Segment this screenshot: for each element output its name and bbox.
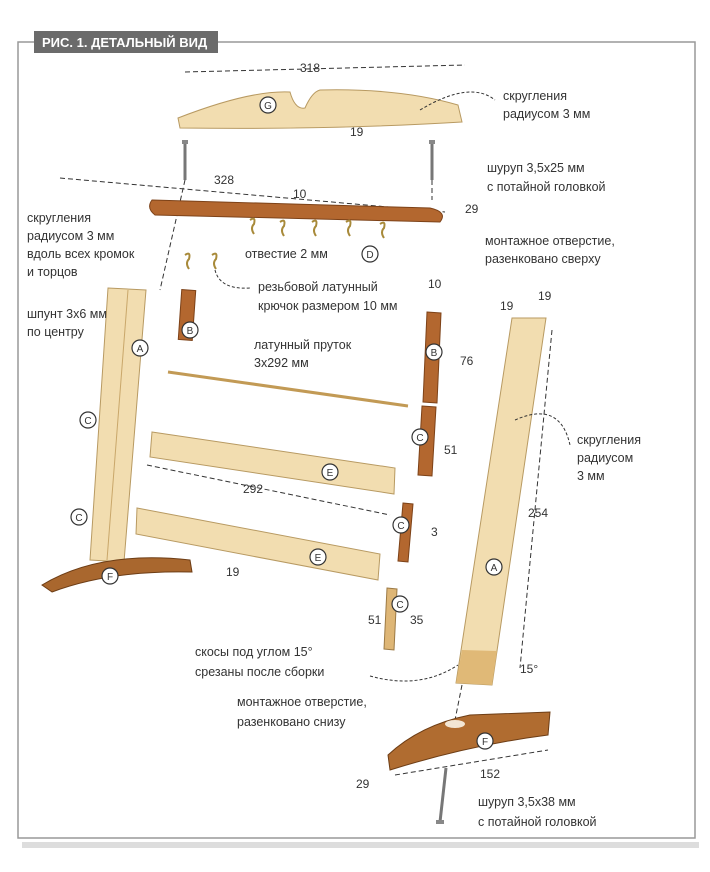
- frame-shadow: [22, 842, 699, 848]
- part-d-label: D: [366, 250, 373, 261]
- screw-top-label: с потайной головкой: [487, 180, 606, 194]
- dim-c-35: 35: [410, 613, 424, 627]
- groove-label: по центру: [27, 325, 85, 339]
- part-f-label: F: [482, 737, 488, 748]
- hook-label: резьбовой латунный: [258, 280, 378, 294]
- mount-hole: [445, 720, 465, 728]
- part-g-label: G: [264, 101, 272, 112]
- figure-title: РИС. 1. ДЕТАЛЬНЫЙ ВИД: [42, 35, 208, 50]
- rod-label: латунный пруток: [254, 338, 352, 352]
- part-c-label: C: [397, 521, 404, 532]
- dim-a-19: 19: [538, 289, 552, 303]
- part-d-rail: [149, 199, 443, 223]
- part-e-label: E: [327, 468, 334, 479]
- part-c-label: C: [84, 416, 91, 427]
- part-d-marker: [361, 245, 379, 263]
- bevel-area: [456, 650, 497, 685]
- part-b-marker: [181, 321, 199, 339]
- part-c-marker: [391, 595, 409, 613]
- dim-d-10: 10: [293, 187, 307, 201]
- d-round-label: и торцов: [27, 265, 78, 279]
- g-round-leader: [419, 91, 496, 111]
- dim-c-3: 3: [431, 525, 438, 539]
- dim-292-line: [146, 464, 391, 516]
- dim-f-152: 152: [480, 767, 500, 781]
- mount-bottom-label: разенковано снизу: [237, 715, 346, 729]
- align-line: [454, 684, 463, 721]
- bevel-label: скосы под углом 15°: [195, 645, 313, 659]
- dim-b-76: 76: [460, 354, 474, 368]
- g-round-label: радиусом 3 мм: [503, 107, 590, 121]
- screw-icon: [182, 140, 188, 180]
- part-c-label: C: [75, 513, 82, 524]
- dim-d-29: 29: [465, 202, 479, 216]
- part-c-marker: [392, 516, 410, 534]
- part-f-marker: [476, 732, 494, 750]
- part-g: [177, 89, 463, 129]
- part-b-label: B: [187, 326, 194, 337]
- mount-top-label: разенковано сверху: [485, 252, 601, 266]
- dim-f-29: 29: [356, 777, 370, 791]
- dim-292: 292: [243, 482, 263, 496]
- part-c-marker: [79, 411, 97, 429]
- d-round-label: радиусом 3 мм: [27, 229, 114, 243]
- part-a-marker: [131, 339, 149, 357]
- dim-254-line: [519, 329, 553, 669]
- g-round-label: скругления: [503, 89, 567, 103]
- dim-b-10: 10: [428, 277, 442, 291]
- screw-icon: [436, 767, 448, 824]
- a-round-label: 3 мм: [577, 469, 605, 483]
- screw-bottom-label: шуруп 3,5x38 мм: [478, 795, 576, 809]
- part-c-label: C: [396, 600, 403, 611]
- part-c-label: C: [416, 433, 423, 444]
- dim-328: 328: [214, 173, 234, 187]
- screw-bottom-label: с потайной головкой: [478, 815, 597, 829]
- a-round-label: радиусом: [577, 451, 633, 465]
- part-a-label: A: [491, 563, 498, 574]
- part-e-marker: [321, 463, 339, 481]
- part-b-label: B: [431, 348, 438, 359]
- dim-g-19: 19: [350, 125, 364, 139]
- mount-top-label: монтажное отверстие,: [485, 234, 615, 248]
- title-box: [34, 31, 218, 53]
- dim-152-line: [394, 749, 549, 776]
- dim-a-19: 19: [500, 299, 514, 313]
- bevel-label: срезаны после сборки: [195, 665, 324, 679]
- part-a-marker: [485, 558, 503, 576]
- groove-label: шпунт 3x6 мм: [27, 307, 107, 321]
- screw-icon: [429, 140, 435, 180]
- part-c-marker: [411, 428, 429, 446]
- hole-label: отвестие 2 мм: [245, 247, 328, 261]
- part-e-marker: [309, 548, 327, 566]
- groove-line: [106, 289, 129, 561]
- a-round-leader: [514, 413, 571, 446]
- part-f-marker: [101, 567, 119, 585]
- bevel-leader: [369, 664, 459, 682]
- hook-icons: [184, 217, 386, 270]
- dim-254: 254: [528, 506, 548, 520]
- screw-top-label: шуруп 3,5x25 мм: [487, 161, 585, 175]
- brass-rod: [167, 370, 409, 408]
- part-b-marker: [425, 343, 443, 361]
- part-f-right: [387, 711, 551, 771]
- dim-angle: 15°: [520, 662, 538, 676]
- part-e-label: E: [315, 553, 322, 564]
- hook-label: крючок размером 10 мм: [258, 299, 398, 313]
- d-round-label: вдоль всех кромок: [27, 247, 135, 261]
- part-g-marker: [259, 96, 277, 114]
- dim-318: 318: [300, 61, 320, 75]
- a-round-label: скругления: [577, 433, 641, 447]
- dim-e-19: 19: [226, 565, 240, 579]
- d-round-label: скругления: [27, 211, 91, 225]
- mount-bottom-label: монтажное отверстие,: [237, 695, 367, 709]
- dim-318-line: [184, 64, 466, 73]
- part-a-label: A: [137, 344, 144, 355]
- part-f-label: F: [107, 572, 113, 583]
- dim-c-51: 51: [444, 443, 458, 457]
- dim-c-51: 51: [368, 613, 382, 627]
- part-c-marker: [70, 508, 88, 526]
- rod-label: 3x292 мм: [254, 356, 309, 370]
- align-line: [159, 179, 186, 291]
